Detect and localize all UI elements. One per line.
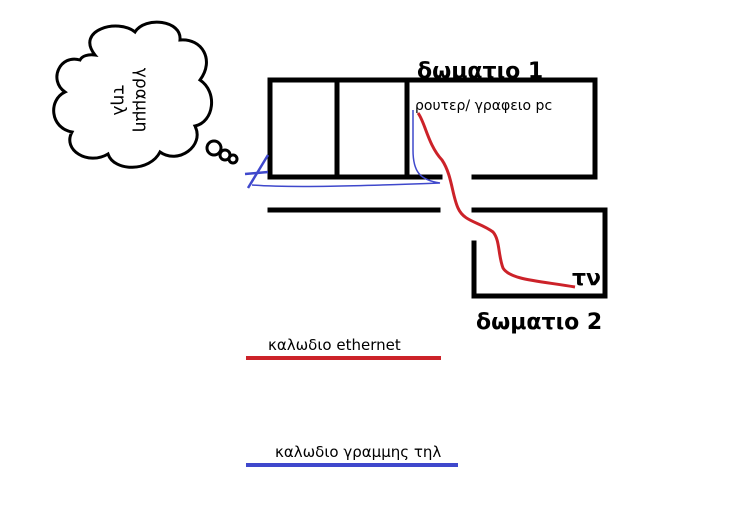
legend-ethernet-label: καλωδιο ethernet — [268, 336, 401, 354]
room1-label: δωματιο 1 — [417, 59, 543, 84]
ethernet-cable — [416, 112, 576, 289]
phone-cable-cut-1 — [246, 154, 270, 189]
cloud-bubble-1 — [205, 139, 223, 157]
room2-label: δωματιο 2 — [476, 310, 602, 335]
cloud-outline — [52, 20, 214, 169]
walls — [267, 77, 608, 299]
phone-cable-path — [251, 110, 441, 188]
phone-cable — [244, 110, 441, 189]
cloud-text-line1: γραμμη — [131, 68, 151, 132]
tv-label: τν — [572, 266, 601, 291]
thought-cloud: γραμμη τηλ — [52, 20, 239, 169]
legend: καλωδιο ethernet καλωδιο γραμμης τηλ — [246, 336, 458, 467]
cloud-bubble-3 — [227, 153, 239, 165]
cloud-text-line2: τηλ — [109, 84, 129, 115]
router-office-label: ρουτερ/ γραφειο pc — [415, 98, 552, 114]
legend-phone-label: καλωδιο γραμμης τηλ — [275, 443, 441, 461]
phone-cable-cut-2 — [244, 170, 269, 176]
